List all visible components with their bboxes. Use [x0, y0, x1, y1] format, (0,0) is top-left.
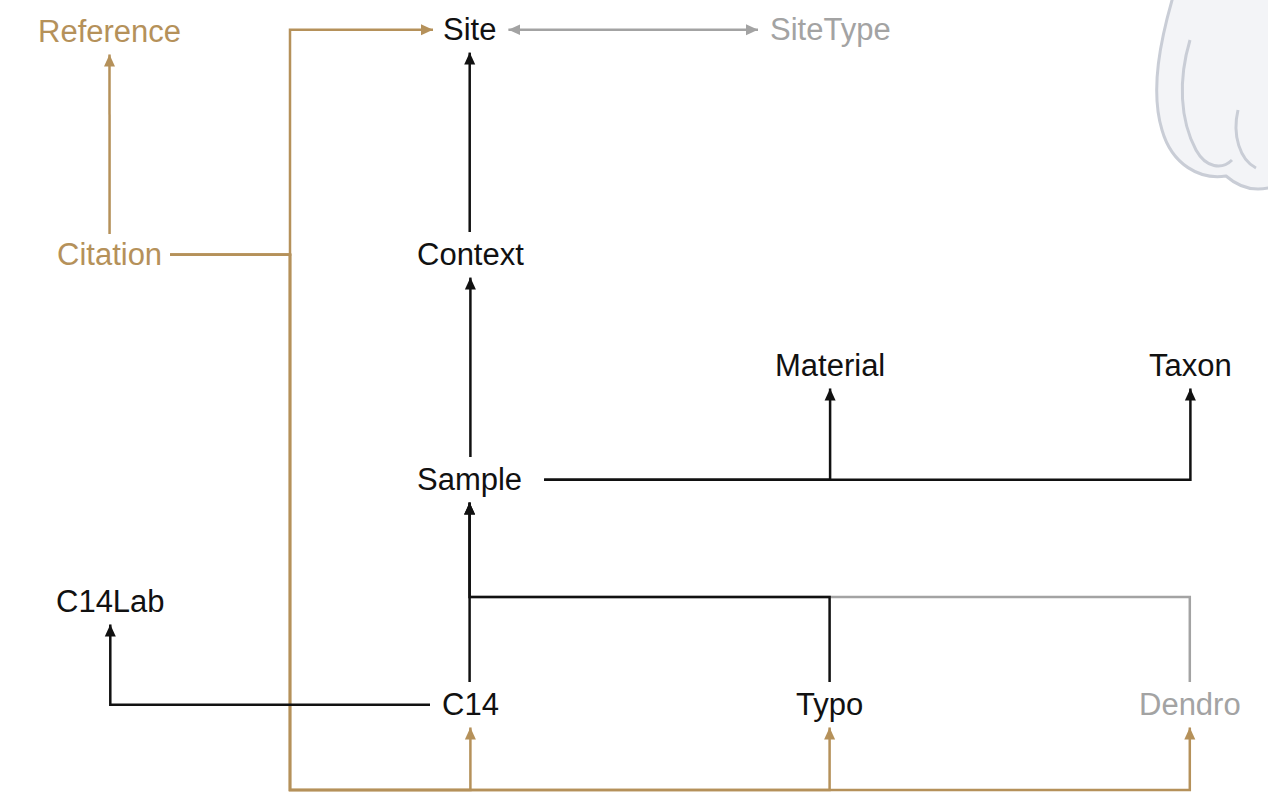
entity-label: Typo	[788, 684, 871, 726]
relation-arrow	[170, 255, 470, 790]
entity-name: Site	[443, 12, 496, 47]
entity-label: Context	[409, 234, 532, 276]
relation-arrow	[470, 503, 1190, 682]
entity-name: Citation	[57, 237, 162, 272]
relation-arrow	[508, 29, 758, 32]
relation-arrow	[170, 30, 433, 255]
entity-name: Dendro	[1139, 687, 1241, 722]
relation-arrow	[544, 389, 830, 480]
entity-name: Taxon	[1149, 348, 1232, 383]
entity-label: Dendro	[1131, 684, 1249, 726]
entity-label: Taxon	[1141, 345, 1240, 387]
entity-name: Sample	[417, 462, 522, 497]
entity-label: C14Lab	[48, 581, 173, 623]
entity-name: SiteType	[770, 12, 891, 47]
relation-arrow	[470, 503, 830, 682]
entity-label: SiteType	[762, 9, 899, 51]
relation-arrow	[469, 278, 472, 457]
relation-arrow	[110, 625, 430, 705]
entity-name: Context	[417, 237, 524, 272]
entity-label: Site	[435, 9, 504, 51]
entity-name: C14	[442, 687, 499, 722]
elephant-logo	[1157, 0, 1268, 189]
relation-arrow	[108, 55, 111, 234]
relation-arrow	[170, 255, 830, 790]
entity-label: Citation	[49, 234, 170, 276]
relation-arrow	[468, 53, 471, 232]
entity-label: Reference	[30, 11, 189, 53]
entity-label: C14	[434, 684, 507, 726]
relation-arrow	[170, 255, 1190, 790]
entity-name: Reference	[38, 14, 181, 49]
entity-name: Typo	[796, 687, 863, 722]
entity-label: Sample	[409, 459, 530, 501]
entity-label: Material	[767, 345, 893, 387]
relation-arrow	[544, 389, 1190, 480]
entity-name: Material	[775, 348, 885, 383]
entity-name: C14Lab	[56, 584, 165, 619]
